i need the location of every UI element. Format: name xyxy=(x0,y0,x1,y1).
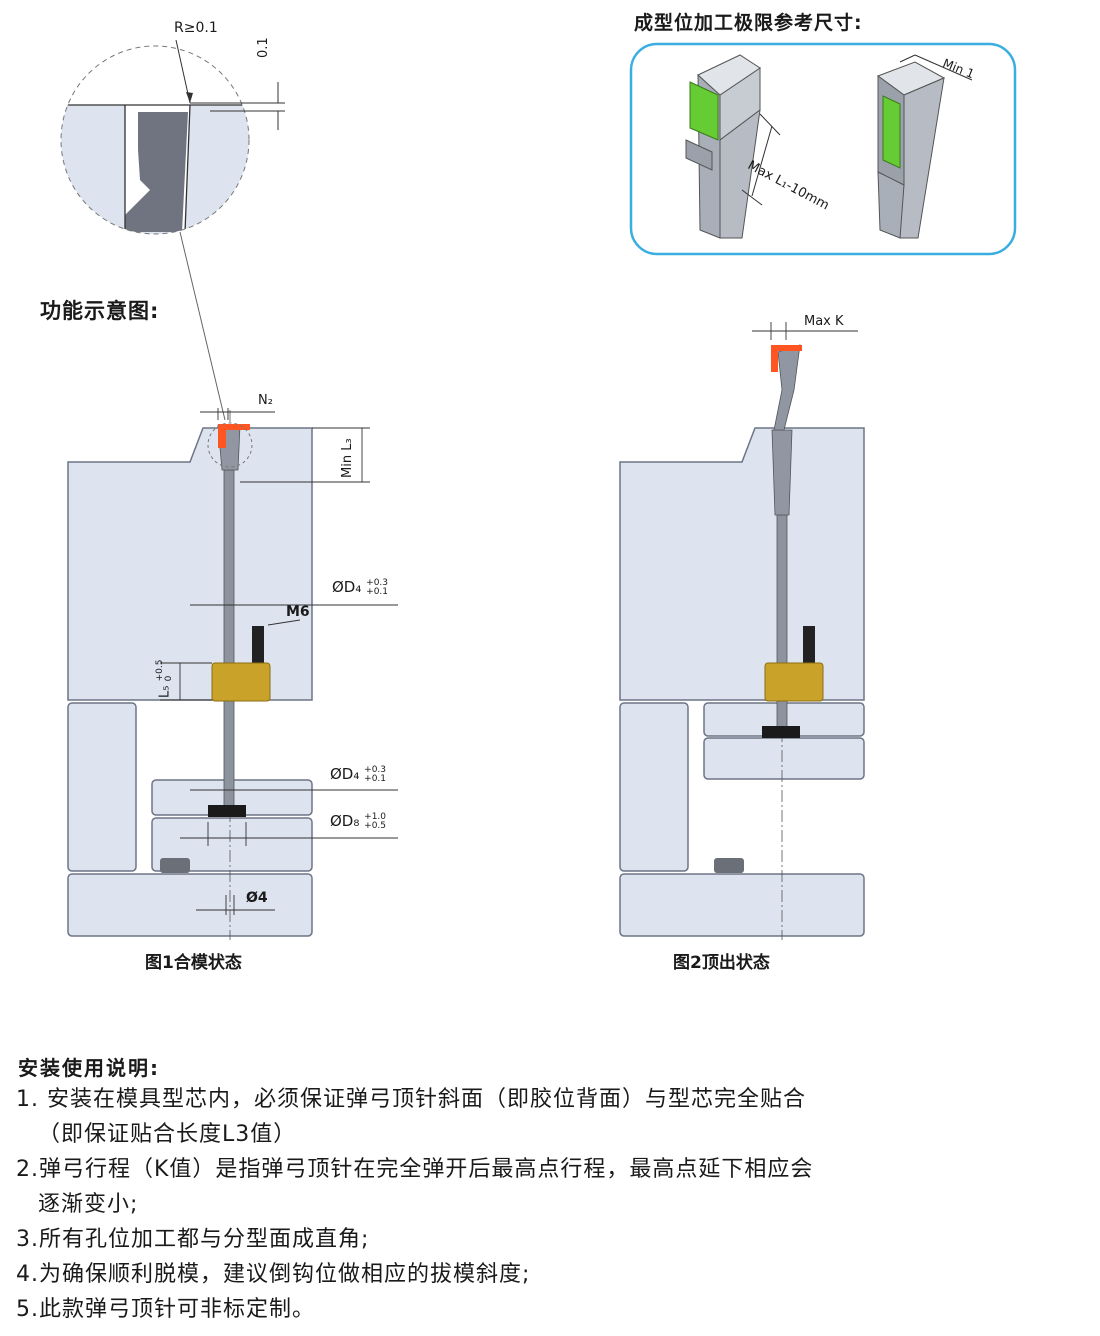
fig2-pin-head-button xyxy=(762,726,800,738)
fig2-brass-block xyxy=(764,662,824,702)
schematic-title: 功能示意图: xyxy=(40,299,160,323)
instruction-item-3: 3.所有孔位加工都与分型面成直角; xyxy=(16,1227,370,1252)
fig1-caption: 图1合模状态 xyxy=(145,953,242,973)
pin-model-max-length xyxy=(685,54,761,239)
fig1-support-pillar xyxy=(67,702,137,872)
fig1-hook-detail-marker xyxy=(207,422,253,468)
instruction-item-4: 4.为确保顺利脱模，建议倒钩位做相应的拔模斜度; xyxy=(16,1262,531,1287)
instruction-item-1-cont: （即保证贴合长度L3值） xyxy=(38,1122,297,1147)
fig2-caption: 图2顶出状态 xyxy=(673,953,770,973)
fig2-base-plate xyxy=(619,873,865,937)
fig1-label-d8: ØD₈ +1.0+0.5 xyxy=(330,811,387,831)
fig1-label-d4-small: Ø4 xyxy=(246,890,268,906)
fig1-dowel xyxy=(160,858,190,873)
limits-panel-title: 成型位加工极限参考尺寸: xyxy=(634,12,863,34)
fig2-dowel xyxy=(714,858,744,873)
fig1-m6-bolt xyxy=(252,626,264,666)
fig2-core-plate xyxy=(619,427,865,701)
pin-model-min-wall xyxy=(876,61,946,239)
fig1-label-n2: N₂ xyxy=(258,393,273,408)
fig1-brass-block xyxy=(211,662,271,702)
fig2-m6-bolt xyxy=(803,626,815,666)
fig2-support-pillar xyxy=(619,702,689,872)
fig1-label-d4-top: ØD₄ +0.3+0.1 xyxy=(332,577,389,597)
fig1-label-d4-bottom: ØD₄ +0.3+0.1 xyxy=(330,764,387,784)
fig1-ejector-plate-lower xyxy=(151,817,313,872)
instruction-item-5: 5.此款弹弓顶针可非标定制。 xyxy=(16,1297,315,1322)
fig1-pin-head-button xyxy=(208,805,246,817)
fig1-label-m6: M6 xyxy=(286,604,310,620)
instruction-item-2: 2.弹弓行程（K值）是指弹弓顶针在完全弹开后最高点行程，最高点延下相应会 xyxy=(16,1157,814,1182)
instruction-item-2-cont: 逐渐变小; xyxy=(38,1192,139,1217)
fig1-base-plate xyxy=(67,873,313,937)
instruction-item-1: 1. 安装在模具型芯内，必须保证弹弓顶针斜面（即胶位背面）与型芯完全贴合 xyxy=(16,1087,806,1112)
fig2-label-max-k: Max K xyxy=(804,314,844,329)
instructions-list: 1. 安装在模具型芯内，必须保证弹弓顶针斜面（即胶位背面）与型芯完全贴合 （即保… xyxy=(16,1082,1086,1327)
instructions-title: 安装使用说明: xyxy=(18,1056,160,1080)
detail-circle-outline xyxy=(60,45,250,235)
fig2-hook xyxy=(771,345,802,372)
fig1-hook xyxy=(218,424,250,448)
fig2-ejector-plate-lower xyxy=(703,737,865,780)
detail-magnified-view xyxy=(61,46,249,234)
fig2-pin-neck xyxy=(771,429,793,516)
label-radius: R≥0.1 xyxy=(174,20,218,36)
